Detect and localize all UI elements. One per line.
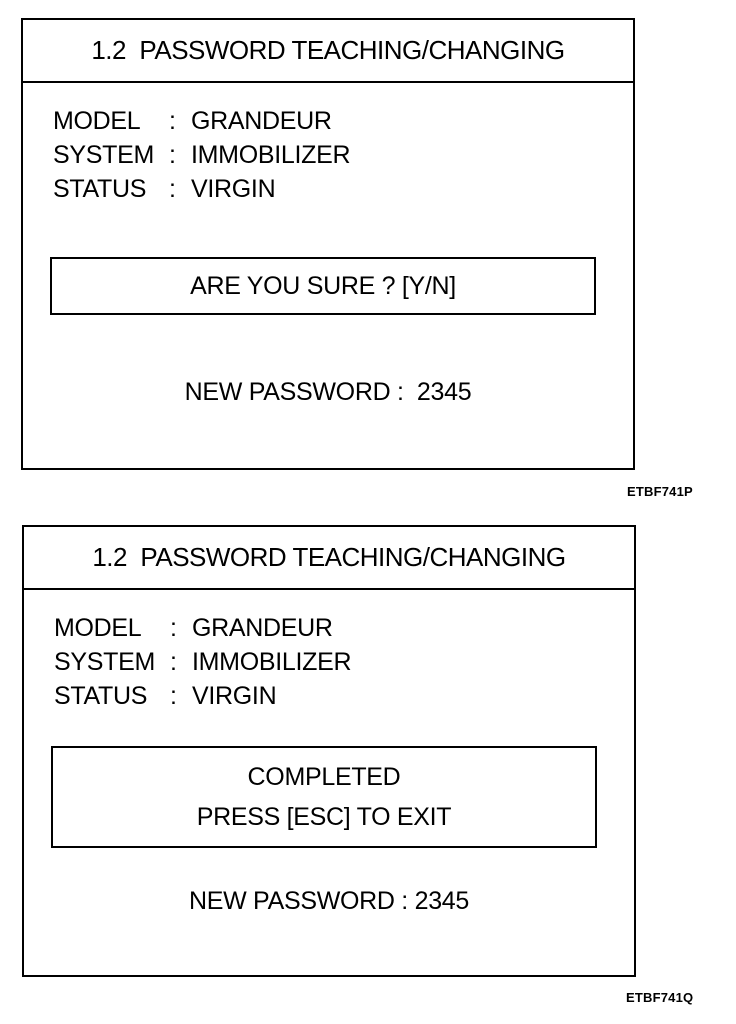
new-password-display: NEW PASSWORD : 2345 (188, 887, 470, 915)
system-label: SYSTEM (54, 648, 155, 676)
model-label: MODEL (53, 107, 141, 135)
model-row: MODEL : GRANDEUR (54, 611, 351, 645)
model-separator: : (169, 107, 176, 135)
confirm-dialog[interactable]: ARE YOU SURE ? [Y/N] (50, 257, 596, 315)
status-separator: : (170, 682, 177, 710)
screen-password-confirm: 1.2 PASSWORD TEACHING/CHANGING MODEL : G… (21, 18, 635, 470)
system-value: IMMOBILIZER (192, 648, 352, 676)
model-value: GRANDEUR (192, 614, 333, 642)
status-row: STATUS : VIRGIN (54, 679, 351, 713)
model-label: MODEL (54, 614, 142, 642)
figure-caption: ETBF741Q (626, 990, 694, 1005)
system-value: IMMOBILIZER (191, 141, 351, 169)
status-value: VIRGIN (191, 175, 276, 203)
vehicle-info: MODEL : GRANDEUR SYSTEM : IMMOBILIZER ST… (54, 611, 352, 713)
system-label: SYSTEM (53, 141, 154, 169)
system-row: SYSTEM : IMMOBILIZER (54, 645, 352, 679)
confirm-prompt: ARE YOU SURE ? [Y/N] (190, 271, 456, 300)
model-row: MODEL : GRANDEUR (53, 104, 350, 138)
system-separator: : (170, 648, 177, 676)
model-separator: : (170, 614, 177, 642)
screen-title: 1.2 PASSWORD TEACHING/CHANGING (91, 35, 565, 65)
screen-title-bar: 1.2 PASSWORD TEACHING/CHANGING (23, 20, 633, 83)
status-value: VIRGIN (192, 682, 277, 710)
vehicle-info: MODEL : GRANDEUR SYSTEM : IMMOBILIZER ST… (53, 104, 351, 206)
screen-title-bar: 1.2 PASSWORD TEACHING/CHANGING (24, 527, 634, 590)
figure-caption: ETBF741P (627, 484, 693, 499)
exit-instruction: PRESS [ESC] TO EXIT (196, 803, 452, 831)
screen-title: 1.2 PASSWORD TEACHING/CHANGING (92, 542, 566, 572)
system-separator: : (169, 141, 176, 169)
model-value: GRANDEUR (191, 107, 332, 135)
completed-message: COMPLETED (247, 763, 401, 791)
completed-dialog[interactable]: COMPLETED PRESS [ESC] TO EXIT (51, 746, 597, 848)
status-label: STATUS (54, 682, 148, 710)
screen-password-completed: 1.2 PASSWORD TEACHING/CHANGING MODEL : G… (22, 525, 636, 977)
system-row: SYSTEM : IMMOBILIZER (53, 138, 351, 172)
status-separator: : (169, 175, 176, 203)
status-row: STATUS : VIRGIN (53, 172, 350, 206)
new-password-display: NEW PASSWORD : 2345 (184, 378, 472, 406)
status-label: STATUS (53, 175, 147, 203)
